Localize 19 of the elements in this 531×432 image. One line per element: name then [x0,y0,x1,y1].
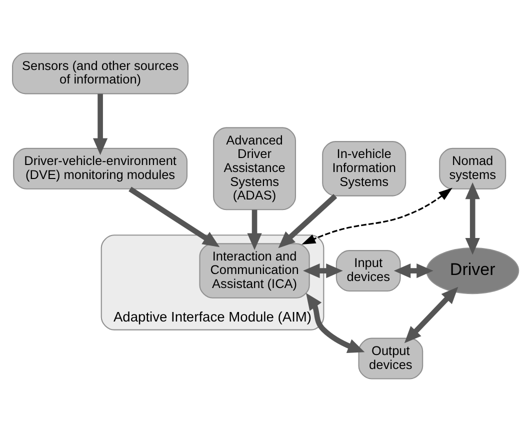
node-box: In-vehicle Information Systems [322,141,406,196]
arrow [128,186,220,248]
node-box: Input devices [336,250,401,292]
arrow [278,194,338,248]
arrow [303,263,343,278]
arrow [92,94,108,155]
node-box: Advanced Driver Assistance Systems (ADAS) [213,127,296,210]
arrow [394,263,434,278]
node-box: Interaction and Communication Assistant (ICA) [199,243,310,298]
arrow [247,210,262,250]
node-box: Sensors (and other sources of information) [12,52,189,94]
arrow [404,286,458,344]
node-box: Driver-vehicle-environment (DVE) monitoring modules [13,148,188,190]
node-ellipse: Driver [426,247,520,294]
node-box: Nomad systems [439,148,506,190]
arrow [465,182,480,255]
arrow [306,293,365,353]
arrow [302,188,452,245]
node-box: Output devices [358,338,424,380]
